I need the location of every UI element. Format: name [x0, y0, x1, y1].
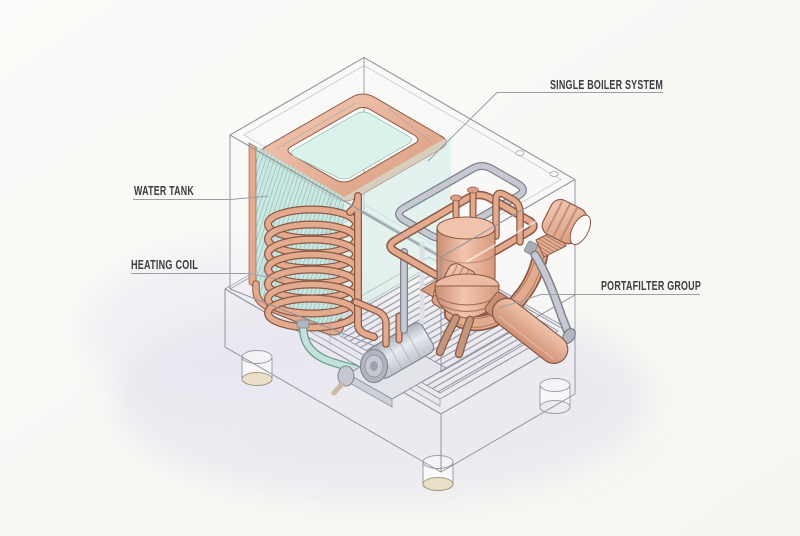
label-heating-coil: HEATING COIL [131, 258, 284, 281]
pipe-fitting [296, 319, 310, 329]
pump-assembly [296, 298, 448, 408]
screw-icon [515, 150, 525, 156]
steam-knob [541, 198, 592, 246]
portafilter [420, 273, 569, 364]
single-boiler-system-label: SINGLE BOILER SYSTEM [550, 78, 663, 92]
water-tank-label: WATER TANK [134, 184, 194, 198]
tank-shell-edge [248, 142, 257, 289]
pump-head [337, 365, 355, 387]
screw-icon [549, 171, 559, 177]
foot-right [539, 378, 571, 414]
steam-wand [524, 240, 576, 344]
machine-base [224, 210, 576, 491]
tank-right-wall [344, 135, 451, 317]
portafilter-group-label: PORTAFILTER GROUP [601, 279, 701, 293]
glass-reflection [465, 211, 553, 263]
label-single-boiler-system: SINGLE BOILER SYSTEM [427, 78, 663, 162]
machine-feet [241, 350, 571, 491]
foot-front [422, 455, 454, 491]
foot-left [241, 350, 273, 386]
heating-coil-label: HEATING COIL [131, 258, 198, 272]
label-water-tank: WATER TANK [133, 184, 269, 200]
espresso-machine [224, 56, 592, 491]
water-surface [291, 111, 412, 180]
labels: WATER TANK HEATING COIL SINGLE BOILER SY… [131, 78, 701, 309]
drain-nozzle [331, 381, 345, 396]
coil-rings [264, 205, 360, 332]
portafilter-handle [484, 291, 569, 364]
heating-coil [264, 192, 378, 341]
label-portafilter-group: PORTAFILTER GROUP [498, 279, 701, 309]
portafilter-group [420, 198, 592, 364]
coil-downpipe [346, 192, 378, 341]
